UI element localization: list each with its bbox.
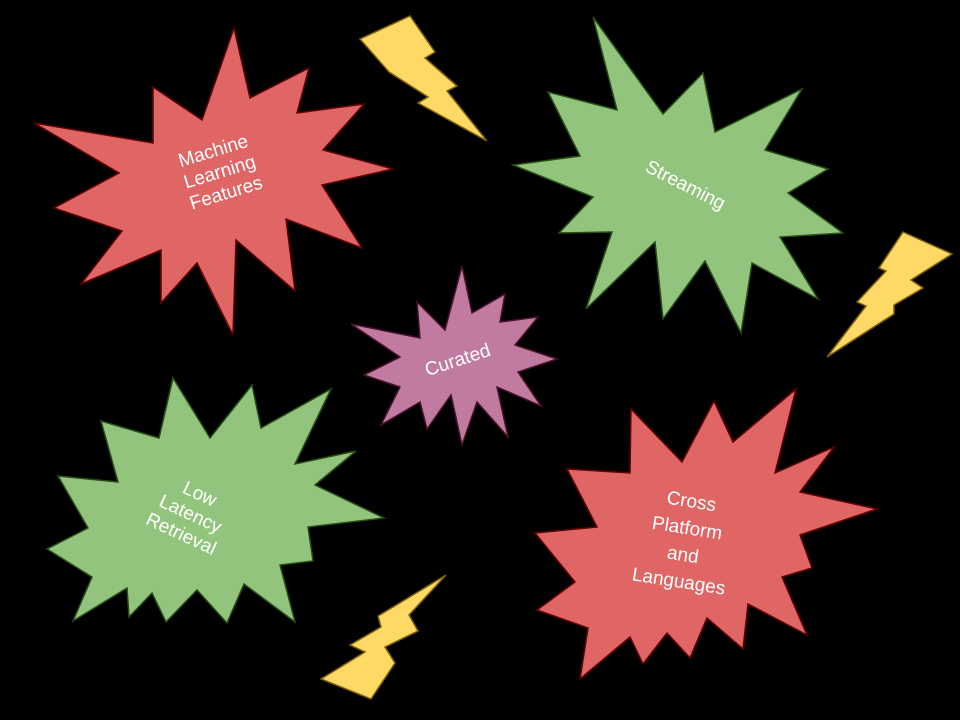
burst-machine-learning-features — [33, 25, 394, 336]
burst-cross-platform-languages — [533, 386, 880, 681]
burst-low-latency-retrieval — [45, 376, 387, 625]
burst-curated — [350, 265, 560, 448]
lightning-bolt-icon — [319, 574, 447, 700]
lightning-bolt-icon — [826, 231, 954, 358]
burst-label-cross-platform-languages: Cross Platform and Languages — [630, 487, 727, 600]
lightning-bolt-icon — [358, 15, 488, 142]
burst-streaming — [510, 16, 846, 336]
